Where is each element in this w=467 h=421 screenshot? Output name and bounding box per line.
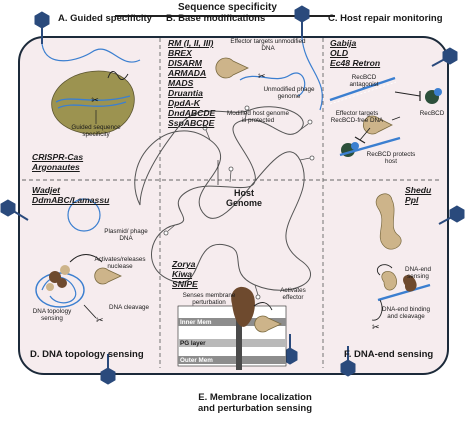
label-activates-nuclease: Activates/releases nuclease [94,256,146,271]
injected-dna-a [41,43,141,63]
host-chromosome [134,106,311,291]
system-disarm: DISARM [168,58,202,68]
system-snipe: SNIPE [172,279,198,289]
dna-end-diagram [371,193,431,321]
topology-diagram [35,198,122,319]
phage-right-mid [438,205,465,225]
system-dpda: DpdA-K [168,98,200,108]
crispr-complex [51,70,135,135]
label-dna-end-sensing: DNA-end sensing [405,266,431,281]
label-pg-layer: PG layer [180,340,206,347]
phage-icons [0,5,465,385]
system-list-e: Zorya Kiwa SNIPE [172,259,198,289]
label-dna-cleavage: DNA cleavage [109,304,149,311]
label-dna-end-binding: DNA-end binding and cleavage [382,306,430,321]
label-recbcd-protects: RecBCD protects host [366,151,416,166]
label-guided: Guided sequence specificity [71,124,121,139]
phage-top-left [34,11,50,44]
system-ssp: SspABCDE [168,118,215,128]
label-inner-mem: Inner Mem [180,319,212,326]
label-senses-membrane: Senses membrane perturbation [182,292,236,307]
system-zorya: Zorya [172,259,196,269]
system-list-b: RM (I, II, III) BREX DISARM ARMADA MADS … [168,38,215,128]
effector-b [215,57,306,97]
header-title: Sequence specificity [178,2,277,13]
system-kiwa: Kiwa [172,269,193,279]
phage-left [0,199,29,221]
scissors-icon-b: ✂ [258,72,266,82]
membrane-diagram [177,286,287,370]
injected-dna-c [301,37,323,111]
section-title-b: B. Base modifications [166,13,266,24]
label-unmodified-genome: Unmodified phage genome [263,86,315,101]
system-brex: BREX [168,48,192,58]
label-recbcd-antagonist: RecBCD antagonist [349,74,379,89]
system-old: OLD [330,48,349,58]
label-outer-mem: Outer Mem [180,357,213,364]
system-ppl: Ppl [405,195,419,205]
recbcd-diagram [329,76,442,157]
system-gabija: Gabija [330,38,357,48]
label-plasmid: Plasmid/ phage DNA [104,228,148,243]
system-ec48: Ec48 Retron [330,58,381,68]
system-shedu: Shedu [405,185,432,195]
section-title-f: F. DNA-end sensing [344,349,434,360]
system-armada: ARMADA [168,68,207,78]
system-list-c: Gabija OLD Ec48 Retron [330,38,380,68]
methyl-marks [163,105,315,300]
scissors-icon-f: ✂ [372,323,380,333]
label-effector-unmodified: Effector targets unmodified DNA [230,38,306,53]
label-activates-effector: Activates effector [280,287,306,302]
label-modified-host: Modified host genome is protected [227,110,289,125]
section-title-a: A. Guided specificity [58,13,152,24]
system-ddmabc: DdmABC/Lamassu [32,195,110,205]
system-list-f: Shedu Ppl [405,185,431,205]
phage-bottom-left [100,354,116,385]
scissors-icon-d: ✂ [96,316,104,326]
system-list-a: CRISPR-Cas Argonautes [32,152,83,172]
system-dnd: DndABCDE [168,108,216,118]
scissors-icon-a: ✂ [91,96,99,106]
system-argonautes: Argonautes [32,162,80,172]
system-rm: RM (I, II, III) [168,38,214,48]
section-title-c: C. Host repair monitoring [328,13,443,24]
label-host-genome: Host Genome [225,188,262,208]
system-list-d: Wadjet DdmABC/Lamassu [32,185,109,205]
label-topology: DNA topology sensing [32,308,72,323]
label-effector-recbcd: Effector targets RecBCD-free DNA [330,110,384,125]
label-recbcd: RecBCD [419,110,445,117]
section-title-d: D. DNA topology sensing [30,349,144,360]
section-title-e: E. Membrane localization and perturbatio… [197,392,312,414]
system-crispr: CRISPR-Cas [32,152,84,162]
system-wadjet: Wadjet [32,185,61,195]
system-mads: MADS [168,78,194,88]
phage-top-right [294,5,310,38]
phage-bottom-right [340,346,356,377]
system-druantia: Druantia [168,88,203,98]
phage-right [431,47,458,67]
header-rule [115,15,335,17]
